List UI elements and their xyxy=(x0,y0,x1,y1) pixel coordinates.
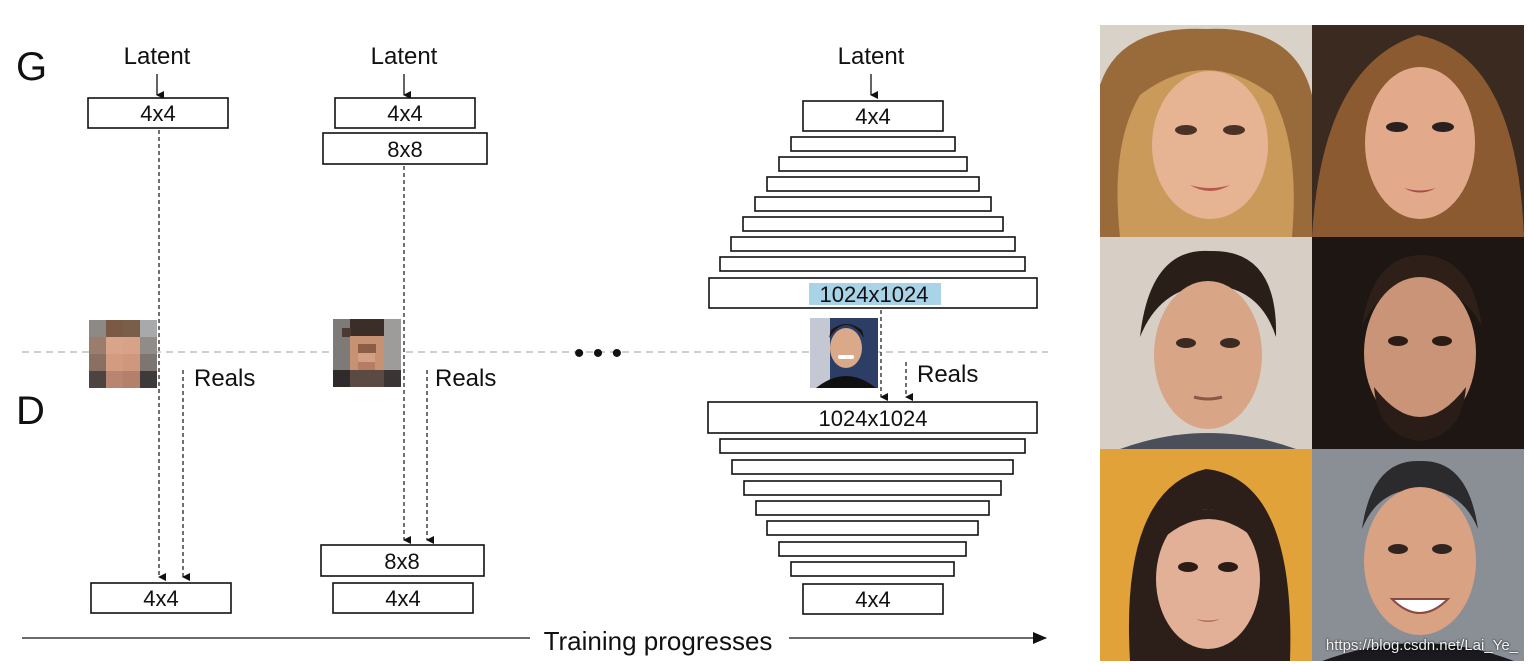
g-layer xyxy=(766,176,980,192)
d-block-4x4 xyxy=(802,583,944,615)
g-block-label: 4x4 xyxy=(387,101,422,126)
sample-face-2 xyxy=(1312,25,1524,237)
g-layer xyxy=(754,196,992,212)
d-layer xyxy=(743,480,1002,496)
d-layer xyxy=(790,561,955,577)
d-layer xyxy=(719,438,1026,454)
g-block-label: 8x8 xyxy=(387,137,422,162)
g-block-8x8 xyxy=(322,132,488,165)
d-block-label: 4x4 xyxy=(855,587,890,612)
d-layer xyxy=(766,520,979,536)
reals-label: Reals xyxy=(194,365,255,392)
d-layer xyxy=(731,459,1014,475)
reals-label: Reals xyxy=(917,361,978,388)
stage-2-column: Latent 4x4 8x8 Reals 8x8 4x4 xyxy=(320,43,496,614)
d-layer xyxy=(778,541,967,557)
g-block-label: 4x4 xyxy=(855,104,890,129)
d-block-label: 4x4 xyxy=(385,586,420,611)
g-layer xyxy=(742,216,1004,232)
g-block-4x4 xyxy=(87,97,229,129)
g-layer xyxy=(730,236,1016,252)
d-block-label: 8x8 xyxy=(384,549,419,574)
d-layer xyxy=(755,500,990,516)
sample-face-4 xyxy=(1312,237,1524,449)
ellipsis: • • • xyxy=(574,337,622,370)
watermark: https://blog.csdn.net/Lai_Ye_ xyxy=(1325,637,1518,654)
g-block-label: 4x4 xyxy=(140,101,175,126)
stage-1-column: Latent 4x4 Reals 4x4 xyxy=(87,43,255,614)
sample-face-1 xyxy=(1100,25,1312,237)
g-layer xyxy=(778,156,968,172)
d-block-4x4 xyxy=(332,582,474,614)
discriminator-label: D xyxy=(16,389,45,433)
d-block-label: 1024x1024 xyxy=(819,406,928,431)
d-block-8x8 xyxy=(320,544,485,577)
sample-face-3 xyxy=(1100,237,1312,449)
real-image-1024 xyxy=(810,318,878,388)
generator-label: G xyxy=(16,45,47,89)
latent-label: Latent xyxy=(371,43,438,70)
g-layer xyxy=(719,256,1026,272)
g-block-4x4 xyxy=(802,100,944,132)
sample-face-6 xyxy=(1312,449,1524,661)
latent-label: Latent xyxy=(124,43,191,70)
generated-image-4x4 xyxy=(89,320,157,388)
highlight xyxy=(809,283,941,305)
generated-image-8x8 xyxy=(333,319,401,387)
d-block-4x4 xyxy=(90,582,232,614)
sample-face-5 xyxy=(1100,449,1312,661)
g-block-label: 1024x1024 xyxy=(820,282,929,307)
g-layer xyxy=(790,136,956,152)
stage-final-column: Latent 4x4 1024x1024 Reals 1024x1024 xyxy=(707,43,1038,615)
g-block-4x4 xyxy=(334,97,476,129)
d-block-1024x1024 xyxy=(707,401,1038,434)
reals-label: Reals xyxy=(435,365,496,392)
d-block-label: 4x4 xyxy=(143,586,178,611)
latent-label: Latent xyxy=(838,43,905,70)
training-progresses-label: Training progresses xyxy=(544,626,773,656)
